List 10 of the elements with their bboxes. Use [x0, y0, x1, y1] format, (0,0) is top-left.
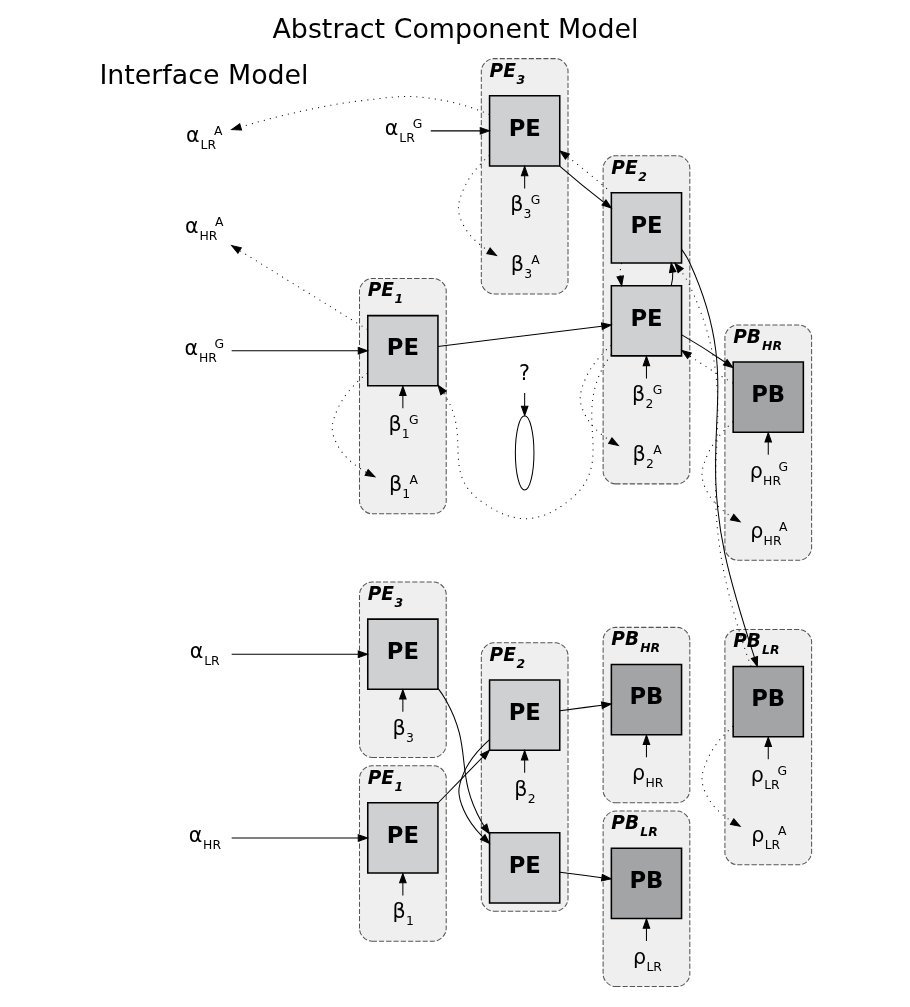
node-text: β$_{1}$ — [392, 899, 414, 929]
node-text: α$_{LR}$ — [189, 639, 220, 669]
diagram-title: Abstract Component Model — [272, 12, 638, 44]
node-text: ? — [518, 360, 530, 385]
node-text: ρ$_{LR}$ — [632, 944, 662, 974]
label: Interface Model — [98, 58, 309, 90]
node-text: β$_{3}$ — [392, 715, 414, 745]
node-text: α$_{HR}$ — [188, 823, 221, 853]
node-text: β$_{2}$ — [513, 776, 536, 806]
node-text: ρ$_{HR}$ — [631, 761, 663, 791]
